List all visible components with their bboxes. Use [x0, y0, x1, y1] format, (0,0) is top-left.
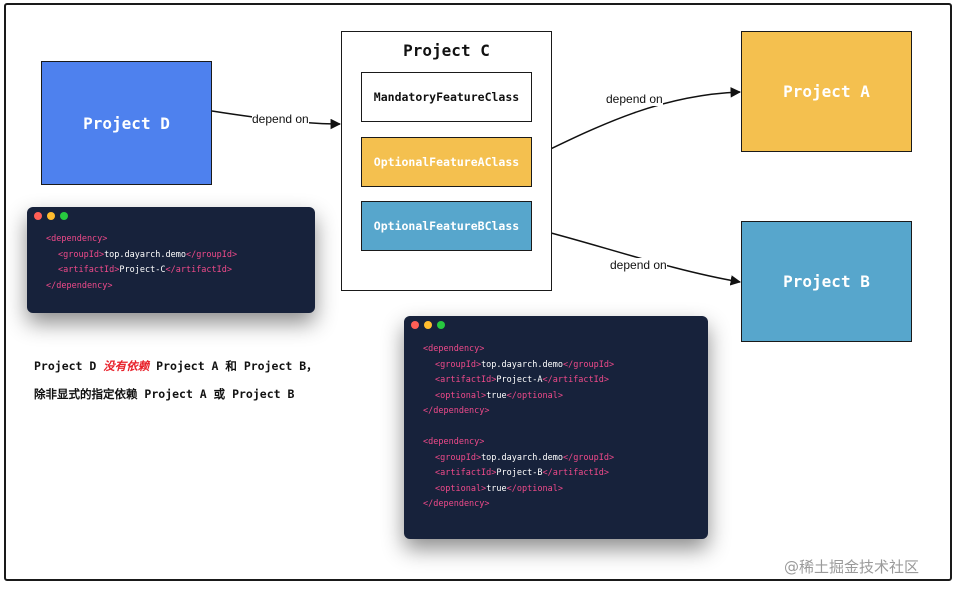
code-tag: <dependency>: [46, 234, 108, 244]
minimize-dot-icon: [424, 321, 432, 329]
code-tag: </artifactId>: [165, 265, 233, 275]
maximize-dot-icon: [437, 321, 445, 329]
window-controls: [34, 212, 68, 220]
code-line: <artifactId>Project-B</artifactId>: [423, 466, 614, 482]
code-line: <optional>true</optional>: [423, 389, 614, 405]
project-b-box: Project B: [741, 221, 912, 342]
code-tag: </groupId>: [562, 359, 615, 370]
code-tag: <dependency>: [423, 344, 485, 354]
watermark: @稀土掘金技术社区: [784, 558, 920, 576]
project-b-label: Project B: [783, 272, 870, 291]
edge-label-a: depend on: [606, 92, 663, 106]
optional-feature-b-class: OptionalFeatureBClass: [361, 201, 532, 251]
arrow-optional-a-to-project-a: [531, 87, 742, 159]
code-line: <optional>true</optional>: [423, 482, 614, 498]
code-line: <artifactId>Project-A</artifactId>: [423, 373, 614, 389]
code-tag: <groupId>: [435, 452, 482, 463]
code-line: <groupId>top.dayarch.demo</groupId>: [423, 358, 614, 374]
code-line: <groupId>top.dayarch.demo</groupId>: [423, 451, 614, 467]
optional-feature-b-class-label: OptionalFeatureBClass: [373, 219, 520, 233]
code-window-large: <dependency><groupId>top.dayarch.demo</g…: [404, 316, 708, 539]
note-line-1-suffix: Project A 和 Project B，: [149, 359, 318, 373]
arrow-optional-b-to-project-b: [531, 227, 742, 286]
mandatory-feature-class: MandatoryFeatureClass: [361, 72, 532, 122]
project-c-title: Project C: [403, 41, 490, 60]
code-value: true: [486, 483, 507, 494]
code-value: true: [486, 390, 507, 401]
code-tag: </groupId>: [185, 249, 238, 260]
edge-label-b: depend on: [610, 258, 667, 272]
code-tag: </artifactId>: [542, 468, 610, 478]
code-tag: </groupId>: [562, 452, 615, 463]
code-line: <groupId>top.dayarch.demo</groupId>: [46, 248, 237, 264]
code-tag: </artifactId>: [542, 375, 610, 385]
project-a-box: Project A: [741, 31, 912, 152]
code-tag: </optional>: [506, 483, 563, 494]
window-controls: [411, 321, 445, 329]
code-tag: <artifactId>: [58, 265, 120, 275]
mandatory-feature-class-label: MandatoryFeatureClass: [373, 90, 520, 104]
code-tag: </dependency>: [423, 499, 490, 509]
code-value: top.dayarch.demo: [481, 359, 563, 370]
note-line-2: 除非显式的指定依赖 Project A 或 Project B: [34, 387, 295, 401]
optional-feature-a-class: OptionalFeatureAClass: [361, 137, 532, 187]
code-value: Project-B: [496, 468, 543, 478]
code-value: Project-C: [119, 265, 166, 275]
code-tag: <groupId>: [435, 359, 482, 370]
code-value: top.dayarch.demo: [481, 452, 563, 463]
edge-label-d-to-c: depend on: [252, 112, 309, 126]
code-line: <dependency>: [46, 232, 237, 248]
code-lines-small: <dependency> <groupId>top.dayarch.demo</g…: [46, 232, 237, 294]
code-window-small: <dependency> <groupId>top.dayarch.demo</g…: [27, 207, 315, 313]
code-tag: </dependency>: [423, 406, 490, 416]
code-lines-large: <dependency><groupId>top.dayarch.demo</g…: [423, 342, 614, 513]
code-tag: <groupId>: [58, 249, 105, 260]
code-line: </dependency>: [423, 404, 614, 420]
code-tag: </dependency>: [46, 280, 113, 291]
project-a-label: Project A: [783, 82, 870, 101]
code-value: Project-A: [496, 375, 543, 385]
code-tag: </optional>: [506, 390, 563, 401]
minimize-dot-icon: [47, 212, 55, 220]
code-line: <artifactId>Project-C</artifactId>: [46, 263, 237, 279]
code-value: top.dayarch.demo: [104, 249, 186, 260]
code-line: <dependency>: [423, 342, 614, 358]
code-tag: <optional>: [435, 390, 487, 401]
code-line: </dependency>: [423, 497, 614, 513]
close-dot-icon: [411, 321, 419, 329]
code-tag: <dependency>: [423, 437, 485, 447]
code-tag: <optional>: [435, 483, 487, 494]
note-emphasis: 没有依赖: [103, 359, 150, 373]
project-d-box: Project D: [41, 61, 212, 185]
code-line: <dependency>: [423, 435, 614, 451]
optional-feature-a-class-label: OptionalFeatureAClass: [373, 155, 520, 169]
maximize-dot-icon: [60, 212, 68, 220]
code-tag: <artifactId>: [435, 468, 497, 478]
note-line-1-prefix: Project D: [34, 359, 104, 373]
project-d-label: Project D: [83, 113, 170, 133]
code-tag: <artifactId>: [435, 375, 497, 385]
note-line-1: Project D 没有依赖 Project A 和 Project B，: [34, 358, 318, 374]
code-line: </dependency>: [46, 279, 237, 295]
close-dot-icon: [34, 212, 42, 220]
code-line: [423, 420, 614, 436]
